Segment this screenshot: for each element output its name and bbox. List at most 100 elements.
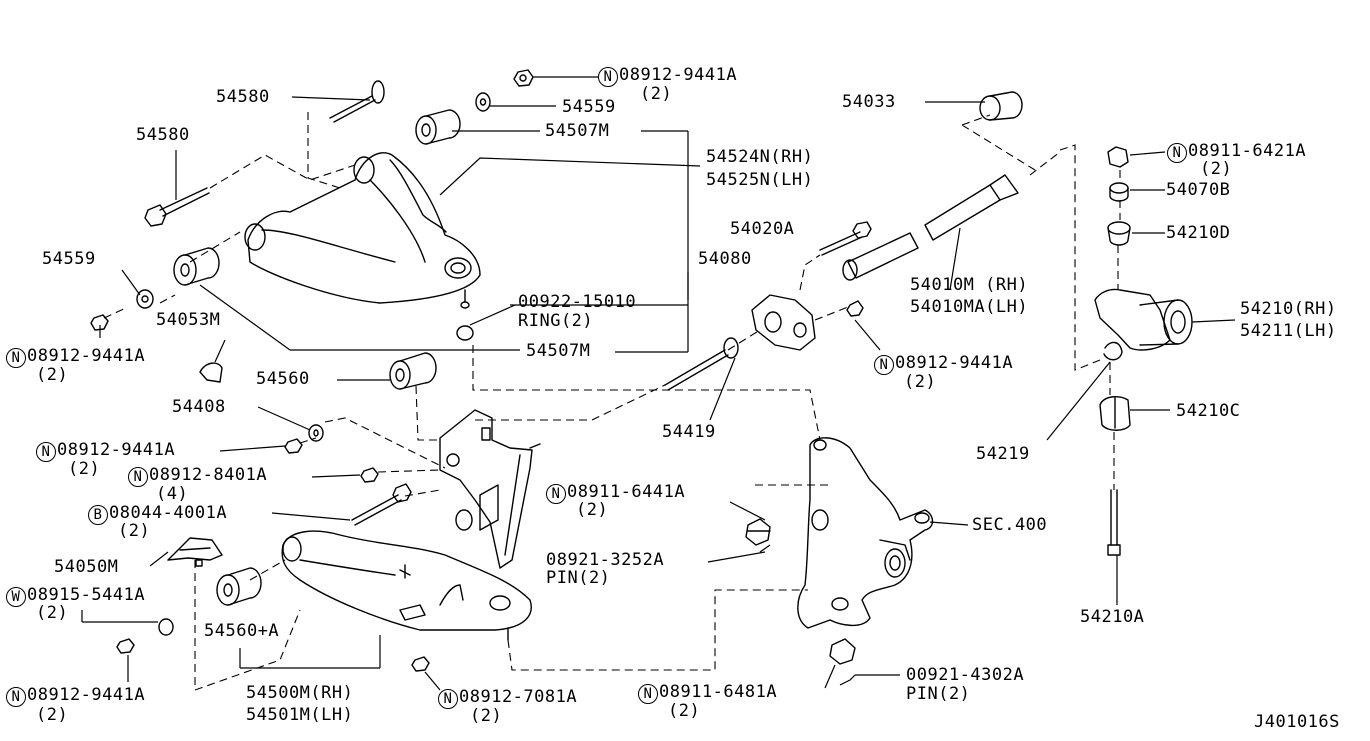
n-marker: N [598, 67, 618, 87]
part-number: 08911-6421A [1188, 141, 1307, 161]
part-number: 08912-9441A [895, 353, 1014, 373]
nut-mid-1 [285, 439, 302, 453]
n-marker: N [36, 442, 56, 462]
bolt-08044 [352, 484, 411, 525]
bracket-54050M [168, 538, 222, 566]
bushing-54033 [980, 92, 1022, 120]
qty-b-08044-4001A: (2) [118, 521, 151, 541]
bolt-54580-top [330, 81, 384, 122]
washer-54408 [309, 425, 323, 441]
bracket-54210 [1095, 289, 1192, 349]
label-54560: 54560 [256, 369, 310, 389]
bushing-54507M-top [416, 110, 460, 144]
nut-mid-2 [361, 468, 378, 482]
qty-n-08911-6441A: (2) [576, 500, 609, 520]
bracket-54080 [752, 295, 815, 350]
label-00921: 00921-4302A [906, 665, 1025, 685]
qty-n-08912-9441A-bottom: (2) [36, 705, 69, 725]
bumper-54053M [200, 363, 222, 382]
bolt-54419 [665, 338, 738, 390]
nut-top [514, 70, 533, 86]
figure-code: J401016S [1254, 712, 1340, 732]
nut-right-mid [847, 301, 863, 316]
label-54560A: 54560+A [204, 621, 280, 641]
label-54559-top: 54559 [562, 97, 616, 117]
bolt-54210A [1108, 490, 1120, 555]
qty-n-08912-8401A: (4) [156, 484, 189, 504]
qty-n-08912-9441A-right: (2) [904, 372, 937, 392]
label-54500M: 54500M(RH) [246, 683, 354, 703]
label-54580-left: 54580 [136, 125, 190, 145]
rod-54010M [843, 175, 1018, 280]
lower-control-arm [282, 531, 531, 640]
leader-lines [82, 77, 1235, 690]
qty-n-08911-6481A: (2) [668, 701, 701, 721]
nut-left [91, 315, 108, 330]
bushing-54560 [390, 353, 436, 389]
label-54211: 54211(LH) [1240, 321, 1337, 341]
label-ring2: RING(2) [518, 311, 594, 331]
part-number: 08915-5441A [27, 585, 146, 605]
label-54080: 54080 [698, 249, 752, 269]
ring-00922 [457, 326, 473, 340]
label-54507M-top: 54507M [545, 121, 610, 141]
part-number: 08044-4001A [109, 503, 228, 523]
qty-n-08912-9441A-mid: (2) [68, 459, 101, 479]
label-pin2-a: PIN(2) [546, 568, 611, 588]
nut-08911-6421A [1108, 147, 1128, 167]
qty-w-08915-5441A: (2) [36, 603, 69, 623]
steering-knuckle [798, 438, 933, 628]
part-number: 08912-7081A [459, 687, 578, 707]
label-54010MA: 54010MA(LH) [910, 297, 1029, 317]
washer-W [159, 619, 173, 635]
n-marker: N [546, 484, 566, 504]
qty-n-08912-9441A-top: (2) [640, 84, 673, 104]
nut-lower-left [117, 639, 134, 653]
label-54210A: 54210A [1080, 607, 1145, 627]
part-number: 08912-8401A [149, 465, 268, 485]
part-number: 08912-9441A [27, 346, 146, 366]
b-marker: B [88, 505, 108, 525]
label-54501M: 54501M(LH) [246, 705, 354, 725]
bolt-54580-left [145, 188, 209, 226]
label-54053M: 54053M [156, 310, 221, 330]
label-54210D: 54210D [1166, 223, 1231, 243]
bushing-54560A [217, 568, 261, 605]
label-54020A: 54020A [730, 219, 795, 239]
qty-n-08912-9441A-left: (2) [36, 365, 69, 385]
n-marker: N [128, 467, 148, 487]
part-number: 08912-9441A [619, 65, 738, 85]
label-08921: 08921-3252A [546, 550, 665, 570]
n-marker: N [874, 355, 894, 375]
bolt-54020A [820, 222, 871, 255]
bushing-54210D [1108, 222, 1130, 245]
label-54408: 54408 [172, 397, 226, 417]
nut-lower-mid [412, 657, 429, 671]
guide-lines [104, 112, 1120, 690]
nut-08911-6441A [746, 519, 770, 545]
label-54219: 54219 [976, 444, 1030, 464]
part-number: 08911-6481A [659, 682, 778, 702]
label-54050M: 54050M [54, 557, 119, 577]
label-54524N: 54524N(RH) [706, 147, 814, 167]
label-54525N: 54525N(LH) [706, 170, 814, 190]
washer-54559-top [476, 93, 490, 111]
label-54210C: 54210C [1176, 401, 1241, 421]
n-marker: N [1167, 143, 1187, 163]
w-marker: W [6, 587, 26, 607]
bushing-left [174, 248, 219, 285]
label-54419: 54419 [662, 422, 716, 442]
n-marker: N [6, 687, 26, 707]
part-number: 08911-6441A [567, 482, 686, 502]
